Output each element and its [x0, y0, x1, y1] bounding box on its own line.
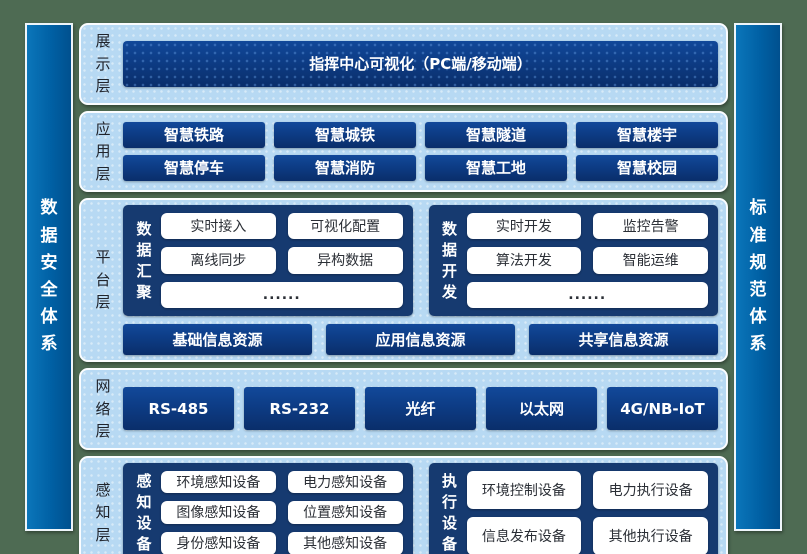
group-item: 环境控制设备 — [466, 470, 582, 509]
command-center-bar: 指挥中心可视化（PC端/移动端） — [123, 40, 718, 87]
group-item: 电力感知设备 — [287, 470, 403, 494]
group-data-development-label: 数据开发 — [441, 219, 457, 301]
group-execution-devices-grid: 环境控制设备 电力执行设备 信息发布设备 其他执行设备 — [466, 470, 708, 554]
platform-groups: 数据汇聚 实时接入 可视化配置 离线同步 异构数据 ...... — [123, 205, 718, 316]
app-node: 智慧城铁 — [274, 121, 416, 148]
pillar-data-security-label: 数据安全体系 — [40, 198, 58, 355]
application-grid: 智慧铁路 智慧城铁 智慧隧道 智慧楼宇 智慧停车 智慧消防 智慧工地 智慧校园 — [123, 118, 718, 186]
layer-network-body: RS-485 RS-232 光纤 以太网 4G/NB-IoT — [123, 375, 718, 443]
group-item: 信息发布设备 — [466, 516, 582, 554]
protocol-node: 以太网 — [486, 387, 597, 431]
layer-display-body: 指挥中心可视化（PC端/移动端） — [123, 30, 718, 98]
group-data-development-grid: 实时开发 监控告警 算法开发 智能运维 ...... — [466, 213, 708, 308]
protocol-node: RS-485 — [123, 387, 234, 431]
group-item: 异构数据 — [287, 247, 403, 274]
group-item: 离线同步 — [161, 247, 276, 274]
group-item: 算法开发 — [466, 247, 582, 274]
group-item: 其他感知设备 — [287, 531, 403, 554]
group-item: 环境感知设备 — [161, 470, 276, 494]
layer-platform-label: 平台层 — [95, 248, 111, 312]
perception-groups: 感知设备 环境感知设备 电力感知设备 图像感知设备 位置感知设备 身份感知设备 … — [123, 462, 718, 554]
resource-row: 基础信息资源 应用信息资源 共享信息资源 — [123, 324, 718, 355]
layer-network: 网络层 RS-485 RS-232 光纤 以太网 4G/NB-IoT — [79, 368, 728, 450]
app-node: 智慧停车 — [123, 154, 265, 181]
group-item: 实时接入 — [161, 213, 276, 240]
group-data-development: 数据开发 实时开发 监控告警 算法开发 智能运维 ...... — [428, 205, 718, 316]
protocol-node: 光纤 — [365, 387, 476, 431]
group-item: 位置感知设备 — [287, 501, 403, 524]
group-item: 其他执行设备 — [593, 516, 708, 554]
layer-perception-body: 感知设备 环境感知设备 电力感知设备 图像感知设备 位置感知设备 身份感知设备 … — [123, 462, 718, 554]
app-node: 智慧校园 — [576, 154, 718, 181]
group-data-aggregation-grid: 实时接入 可视化配置 离线同步 异构数据 ...... — [161, 213, 403, 308]
resource-node: 应用信息资源 — [326, 324, 515, 355]
layer-perception-label: 感知层 — [95, 480, 111, 544]
resource-node: 基础信息资源 — [123, 324, 312, 355]
pillar-standards: 标准规范体系 — [734, 23, 782, 531]
layer-stack: 展示层 指挥中心可视化（PC端/移动端） 应用层 智慧铁路 智慧城铁 智慧隧道 … — [79, 23, 728, 554]
group-sensing-devices-grid: 环境感知设备 电力感知设备 图像感知设备 位置感知设备 身份感知设备 其他感知设… — [161, 470, 403, 554]
group-execution-devices: 执行设备 环境控制设备 电力执行设备 信息发布设备 其他执行设备 — [428, 462, 718, 554]
pillar-standards-label: 标准规范体系 — [749, 198, 767, 355]
resource-node: 共享信息资源 — [529, 324, 718, 355]
layer-display: 展示层 指挥中心可视化（PC端/移动端） — [79, 23, 728, 105]
layer-display-label: 展示层 — [95, 32, 111, 95]
app-node: 智慧消防 — [274, 154, 416, 181]
layer-platform-body: 数据汇聚 实时接入 可视化配置 离线同步 异构数据 ...... — [123, 205, 718, 355]
group-sensing-devices: 感知设备 环境感知设备 电力感知设备 图像感知设备 位置感知设备 身份感知设备 … — [123, 462, 413, 554]
group-item: 图像感知设备 — [161, 501, 276, 524]
layer-application: 应用层 智慧铁路 智慧城铁 智慧隧道 智慧楼宇 智慧停车 智慧消防 智慧工地 智… — [79, 110, 728, 192]
group-item: 电力执行设备 — [593, 470, 708, 509]
group-item: 监控告警 — [593, 213, 708, 240]
network-grid: RS-485 RS-232 光纤 以太网 4G/NB-IoT — [123, 375, 718, 443]
group-sensing-devices-label: 感知设备 — [136, 471, 152, 553]
group-item-more: ...... — [161, 281, 403, 308]
app-node: 智慧楼宇 — [576, 121, 718, 148]
group-item: 实时开发 — [466, 213, 582, 240]
group-data-aggregation-label: 数据汇聚 — [136, 219, 152, 301]
app-node: 智慧工地 — [425, 154, 567, 181]
app-node: 智慧隧道 — [425, 121, 567, 148]
pillar-data-security: 数据安全体系 — [25, 23, 73, 531]
layer-platform: 平台层 数据汇聚 实时接入 可视化配置 离线同步 异构数据 — [79, 198, 728, 362]
group-item-more: ...... — [466, 281, 708, 308]
group-data-aggregation: 数据汇聚 实时接入 可视化配置 离线同步 异构数据 ...... — [123, 205, 413, 316]
group-item: 可视化配置 — [287, 213, 403, 240]
layer-network-label: 网络层 — [95, 377, 111, 440]
diagram-frame: 数据安全体系 展示层 指挥中心可视化（PC端/移动端） 应用层 智慧铁路 智慧城… — [25, 23, 782, 554]
group-item: 智能运维 — [593, 247, 708, 274]
layer-perception: 感知层 感知设备 环境感知设备 电力感知设备 图像感知设备 位置感知设备 身份感… — [79, 455, 728, 554]
group-execution-devices-label: 执行设备 — [441, 471, 457, 553]
protocol-node: RS-232 — [244, 387, 355, 431]
group-item: 身份感知设备 — [161, 531, 276, 554]
layer-application-label: 应用层 — [95, 119, 111, 183]
app-node: 智慧铁路 — [123, 121, 265, 148]
layer-application-body: 智慧铁路 智慧城铁 智慧隧道 智慧楼宇 智慧停车 智慧消防 智慧工地 智慧校园 — [123, 118, 718, 186]
protocol-node: 4G/NB-IoT — [607, 387, 718, 431]
